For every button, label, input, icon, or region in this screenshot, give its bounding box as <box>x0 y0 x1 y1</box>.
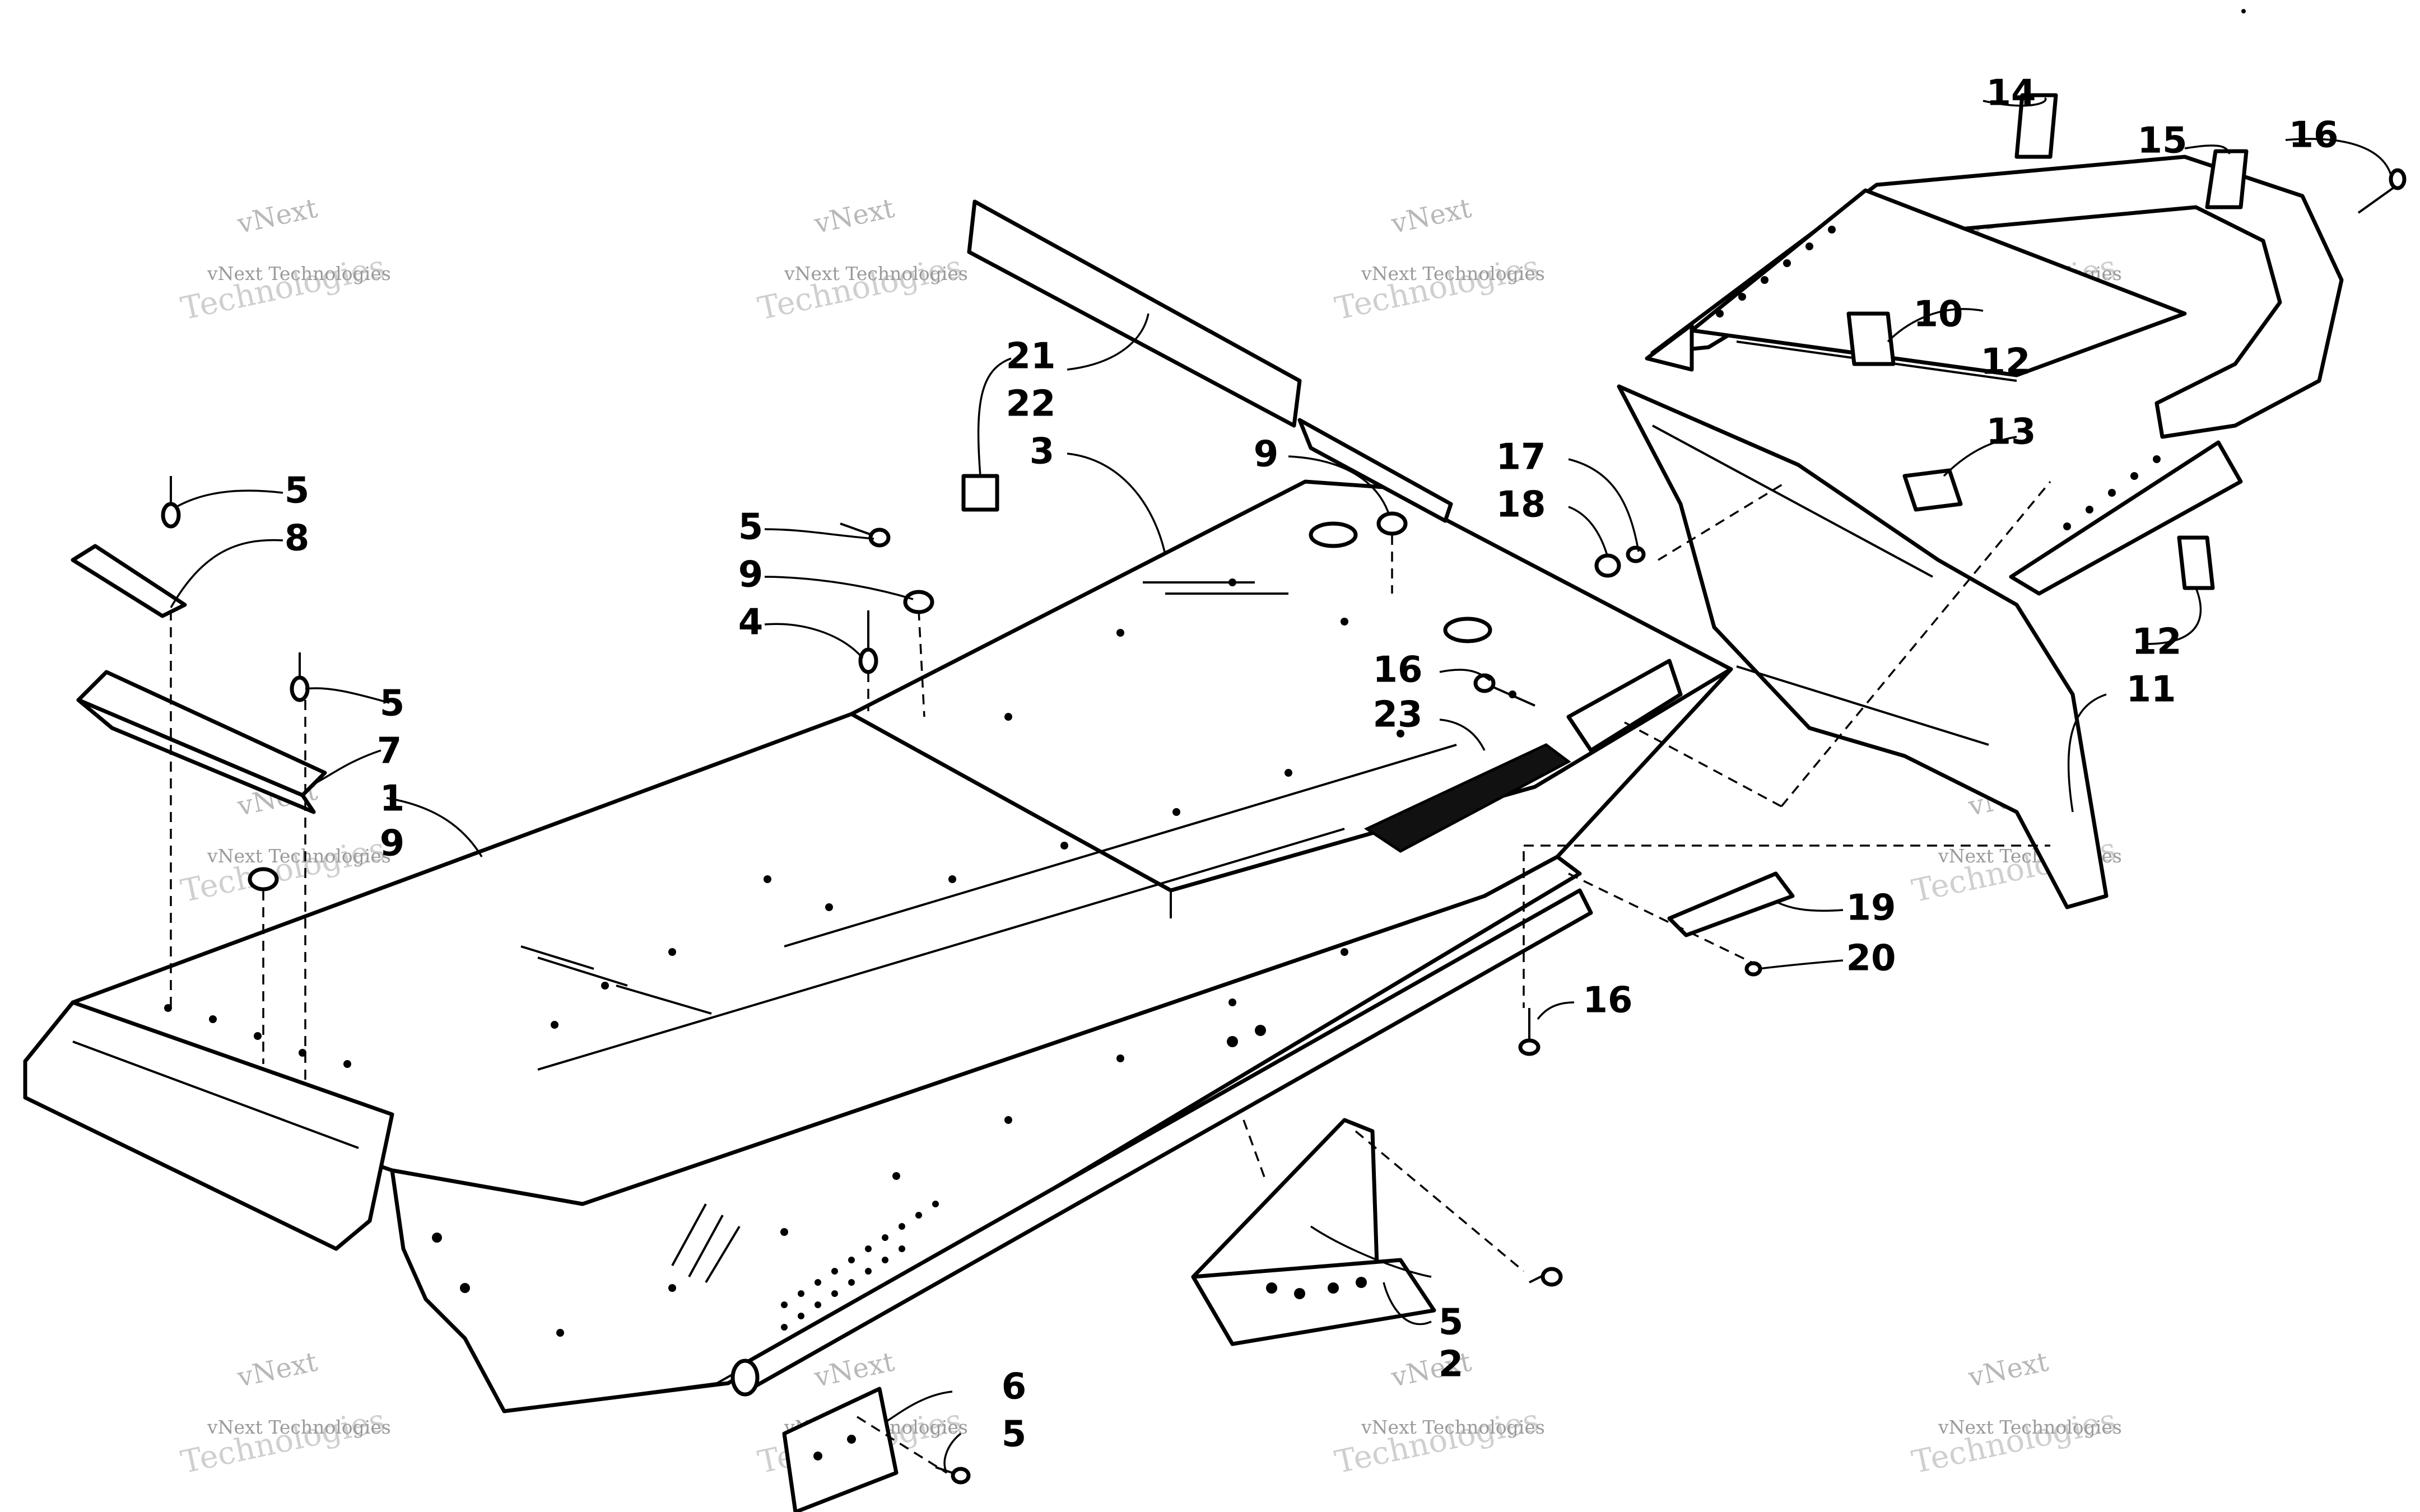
watermark-big-text: Technologies <box>178 1402 388 1481</box>
watermark-big-text: Technologies <box>755 249 965 328</box>
watermark-line-text: vNext Technologies <box>207 1416 391 1438</box>
callout-2: 2 <box>1439 1344 1464 1385</box>
callout-7: 7 <box>377 731 402 772</box>
brace-part-7 <box>76 670 327 814</box>
watermark-big-text: Technologies <box>1332 249 1542 328</box>
callout-17: 17 <box>1496 437 1546 478</box>
assembly-lines <box>170 480 2051 1474</box>
corner-mark <box>2241 9 2246 13</box>
mounting-bracket-part-2 <box>1191 1118 1436 1346</box>
tunnel-panel-part-1 <box>23 199 1733 1413</box>
plate-part-6 <box>782 1387 899 1512</box>
watermark-big-text: Technologies <box>178 249 388 328</box>
watermark-tile: Technologies vNext vNext Technologies <box>178 1346 390 1481</box>
callout-14: 14 <box>1986 73 2036 114</box>
watermark-line-text: vNext Technologies <box>784 263 968 284</box>
callout-12b: 12 <box>2132 622 2181 663</box>
watermark-big-text: Technologies <box>1332 1402 1542 1481</box>
callout-5a: 5 <box>285 470 310 512</box>
watermark-brand-text: vNext <box>1965 1346 2051 1394</box>
watermark-brand-text: vNext <box>811 1346 897 1394</box>
callout-10: 10 <box>1913 294 1963 335</box>
callout-16a: 16 <box>2288 115 2338 156</box>
watermark-brand-text: vNext <box>234 193 320 240</box>
rail-rod <box>730 888 1593 1397</box>
callout-18: 18 <box>1496 484 1546 526</box>
callout-3: 3 <box>1030 431 1055 473</box>
callout-4: 4 <box>738 602 764 643</box>
callout-16c: 16 <box>1583 980 1632 1021</box>
callout-16b: 16 <box>1372 650 1422 691</box>
watermark-brand-text: vNext <box>1388 193 1474 240</box>
watermark-line-text: vNext Technologies <box>1938 1416 2122 1438</box>
callout-13: 13 <box>1986 412 2036 453</box>
watermark-brand-text: vNext <box>811 193 897 240</box>
callout-11: 11 <box>2126 669 2176 711</box>
leader-lines <box>170 97 2393 1473</box>
callout-8: 8 <box>285 518 310 559</box>
callout-1: 1 <box>380 778 405 820</box>
watermark-tile: Technologies vNext vNext Technologies <box>1909 1346 2121 1481</box>
callout-20: 20 <box>1846 938 1896 979</box>
watermark-line-text: vNext Technologies <box>207 263 391 284</box>
watermark-big-text: Technologies <box>1909 1402 2119 1481</box>
watermark-line-text: vNext Technologies <box>1361 263 1545 284</box>
callout-9a: 9 <box>380 823 405 865</box>
callout-12a: 12 <box>1980 342 2030 383</box>
watermark-tile: Technologies vNext vNext Technologies <box>755 193 967 328</box>
watermark-brand-text: vNext <box>234 1346 320 1394</box>
watermark-tile: Technologies vNext vNext Technologies <box>1332 193 1544 328</box>
snow-flap-part-11 <box>1617 384 2109 909</box>
watermark-line-text: vNext Technologies <box>1361 1416 1545 1438</box>
callout-23: 23 <box>1372 694 1422 736</box>
callout-5c: 5 <box>738 507 764 548</box>
callout-5e: 5 <box>1002 1414 1027 1455</box>
callout-9c: 9 <box>1254 434 1279 475</box>
callout-15: 15 <box>2137 120 2187 162</box>
reflector-part-19 <box>1667 871 1795 937</box>
callout-9b: 9 <box>738 554 764 596</box>
callout-19: 19 <box>1846 888 1896 929</box>
callout-21: 21 <box>1006 336 1055 377</box>
callout-6: 6 <box>1002 1366 1027 1408</box>
rivet-row <box>164 578 1516 1337</box>
callout-5b: 5 <box>380 683 405 725</box>
watermark-line-text: vNext Technologies <box>207 845 391 867</box>
strap-part-8 <box>71 544 187 618</box>
perforation-pattern <box>781 1201 939 1331</box>
callout-22: 22 <box>1006 384 1055 425</box>
callout-5d: 5 <box>1439 1302 1464 1343</box>
callout-labels: 1 2 3 4 5 5 5 5 5 6 7 8 9 9 9 10 11 12 1… <box>285 73 2339 1455</box>
surface-shading <box>520 581 1288 1284</box>
watermark-tile: Technologies vNext vNext Technologies <box>178 193 390 328</box>
rear-bumper-part-10 <box>1645 155 2344 596</box>
